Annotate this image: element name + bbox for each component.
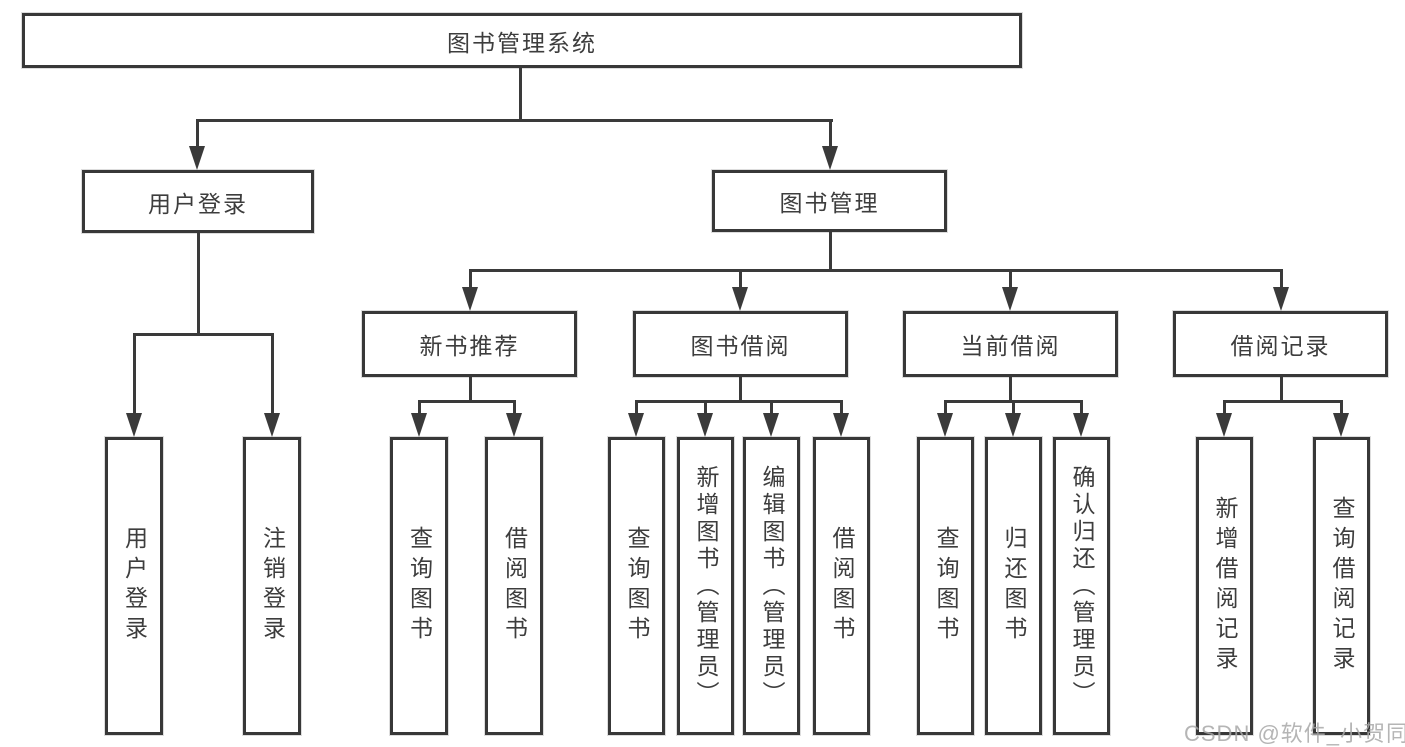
arrow-down-icon (937, 413, 953, 437)
connector-line (418, 400, 421, 415)
node-borrow-add-admin: 新增图书（管理员） (677, 437, 734, 735)
node-root-system: 图书管理系统 (22, 13, 1022, 68)
connector-line (197, 233, 200, 336)
arrow-down-icon (732, 287, 748, 311)
connector-line (635, 400, 638, 415)
node-borrow-borrow: 借阅图书 (813, 437, 870, 735)
node-book-borrow: 图书借阅 (633, 311, 848, 377)
arrow-down-icon (822, 146, 838, 170)
arrow-down-icon (506, 413, 522, 437)
arrow-down-icon (189, 146, 205, 170)
node-borrow-edit-admin: 编辑图书（管理员） (743, 437, 800, 735)
node-current-return-label: 归还图书 (1001, 526, 1027, 646)
arrow-down-icon (411, 413, 427, 437)
node-root-label: 图书管理系统 (447, 29, 597, 56)
csdn-watermark: CSDN @软件_小贺同学 (1184, 721, 1405, 746)
connector-line (704, 400, 707, 415)
node-book-management-label: 图书管理 (779, 190, 880, 216)
node-borrow-borrow-label: 借阅图书 (829, 526, 855, 646)
node-user-login: 用户登录 (82, 170, 314, 233)
connector-line (1280, 269, 1283, 291)
arrow-down-icon (1333, 413, 1349, 437)
arrow-down-icon (1273, 287, 1289, 311)
node-current-confirm-admin: 确认归还（管理员） (1053, 437, 1110, 735)
node-login-user-label: 用户登录 (121, 526, 148, 646)
connector-line (1223, 400, 1343, 403)
connector-line (469, 269, 472, 291)
node-records-add: 新增借阅记录 (1196, 437, 1253, 735)
connector-line (196, 119, 199, 149)
connector-line (133, 333, 136, 415)
connector-line (1080, 400, 1083, 415)
connector-line (635, 400, 843, 403)
arrow-down-icon (462, 287, 478, 311)
node-records-query-label: 查询借阅记录 (1329, 496, 1355, 676)
connector-line (196, 119, 833, 122)
node-user-login-label: 用户登录 (148, 190, 248, 217)
arrow-down-icon (1216, 413, 1232, 437)
node-newbook-query: 查询图书 (390, 437, 448, 735)
node-new-book-recommend-label: 新书推荐 (419, 333, 520, 359)
connector-line (829, 232, 832, 272)
connector-line (133, 333, 274, 336)
connector-line (829, 119, 832, 149)
arrow-down-icon (1073, 413, 1089, 437)
node-newbook-borrow: 借阅图书 (485, 437, 543, 735)
node-records-add-label: 新增借阅记录 (1212, 496, 1238, 676)
arrow-down-icon (264, 413, 280, 437)
node-login-logout: 注销登录 (243, 437, 301, 735)
node-borrow-edit-admin-label: 编辑图书（管理员） (759, 464, 785, 708)
node-newbook-query-label: 查询图书 (406, 526, 433, 646)
arrow-down-icon (763, 413, 779, 437)
connector-line (1223, 400, 1226, 415)
node-book-management: 图书管理 (712, 170, 947, 232)
node-records-query: 查询借阅记录 (1313, 437, 1370, 735)
node-borrow-query: 查询图书 (608, 437, 665, 735)
connector-line (469, 377, 472, 403)
connector-line (770, 400, 773, 415)
connector-line (739, 377, 742, 403)
arrow-down-icon (833, 413, 849, 437)
connector-line (1009, 269, 1012, 291)
node-current-confirm-admin-label: 确认归还（管理员） (1069, 464, 1095, 708)
connector-line (1280, 377, 1283, 403)
node-borrow-add-admin-label: 新增图书（管理员） (693, 464, 719, 708)
connector-line (519, 68, 522, 120)
arrow-down-icon (628, 413, 644, 437)
node-login-logout-label: 注销登录 (259, 526, 286, 646)
connector-line (469, 269, 1283, 272)
arrow-down-icon (126, 413, 142, 437)
node-borrow-query-label: 查询图书 (624, 526, 650, 646)
connector-line (840, 400, 843, 415)
node-book-borrow-label: 图书借阅 (690, 333, 791, 359)
connector-line (1009, 377, 1012, 403)
connector-line (1012, 400, 1015, 415)
node-current-borrow-label: 当前借阅 (960, 333, 1061, 359)
node-current-borrow: 当前借阅 (903, 311, 1118, 377)
node-borrow-records: 借阅记录 (1173, 311, 1388, 377)
connector-line (513, 400, 516, 415)
connector-line (1340, 400, 1343, 415)
node-login-user: 用户登录 (105, 437, 163, 735)
arrow-down-icon (697, 413, 713, 437)
arrow-down-icon (1005, 413, 1021, 437)
node-borrow-records-label: 借阅记录 (1230, 333, 1331, 359)
node-new-book-recommend: 新书推荐 (362, 311, 577, 377)
connector-line (739, 269, 742, 291)
node-current-query: 查询图书 (917, 437, 974, 735)
connector-line (944, 400, 947, 415)
connector-line (271, 333, 274, 415)
arrow-down-icon (1002, 287, 1018, 311)
connector-line (418, 400, 516, 403)
node-newbook-borrow-label: 借阅图书 (501, 526, 528, 646)
node-current-return: 归还图书 (985, 437, 1042, 735)
node-current-query-label: 查询图书 (933, 526, 959, 646)
